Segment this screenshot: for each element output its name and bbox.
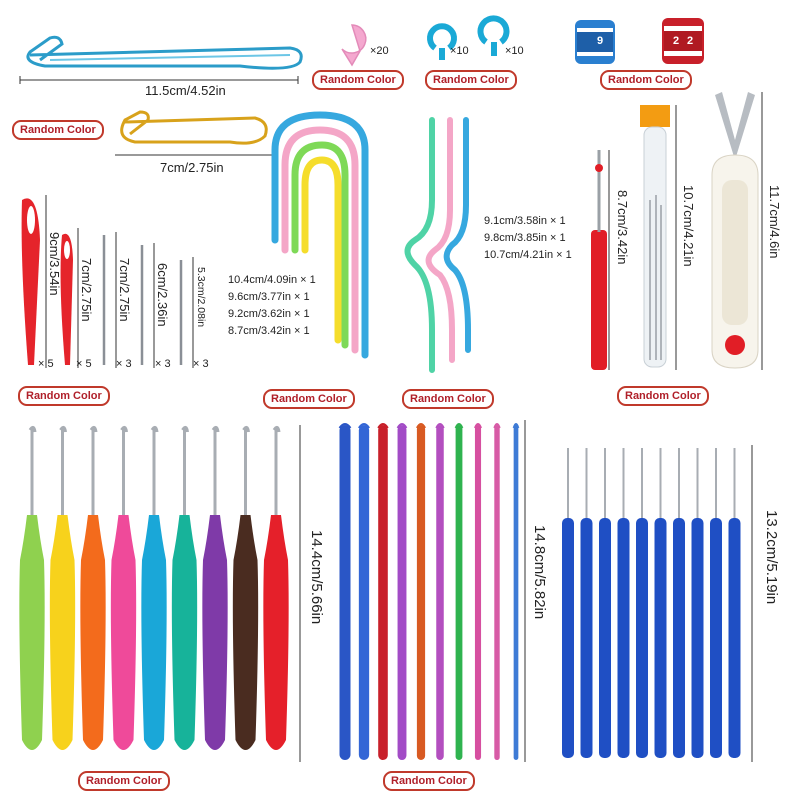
ergonomic-hook (141, 425, 167, 750)
needle-5-qty: × 3 (193, 358, 209, 370)
alu-hooks-dimension: 14.8cm/5.82in (531, 525, 548, 620)
aluminium-hook (474, 423, 482, 760)
steel-hook (562, 448, 574, 758)
needle-5-dimension: 5.3cm/2.08in (195, 267, 207, 328)
large-holder-dimension: 11.5cm/4.52in (145, 83, 226, 98)
scissors-dimension: 11.7cm/4.6in (767, 185, 782, 259)
rings-a-qty: ×10 (450, 45, 469, 57)
ergonomic-hook (110, 425, 137, 750)
steel-hook (599, 448, 611, 758)
row-counter-red (662, 18, 704, 64)
aluminium-hook (377, 423, 389, 760)
counter-digit-blue: 9 (597, 35, 604, 47)
small-stitch-holder (120, 110, 268, 145)
steel-hook (617, 448, 630, 758)
badge-cable-wave: Random Color (402, 389, 494, 409)
stitch-ring-b (477, 15, 510, 56)
needle-2-dimension: 7cm/2.75in (79, 258, 94, 322)
seam-ripper (591, 150, 607, 370)
counter-digit-red-2: 2 (687, 35, 694, 47)
badge-needles: Random Color (18, 386, 110, 406)
steel-hook (710, 448, 722, 758)
badge-counters: Random Color (600, 70, 692, 90)
steel-hook (654, 448, 667, 758)
steel-hook (636, 448, 648, 758)
steel-hooks-dimension: 13.2cm/5.19in (763, 510, 780, 605)
aluminium-hook (338, 423, 352, 760)
cable-wave-size: 9.8cm/3.85in × 1 (484, 232, 566, 244)
cable-needles-wave (404, 117, 471, 373)
badge-holder-small: Random Color (12, 120, 104, 140)
badge-ergo-hooks: Random Color (78, 771, 170, 791)
row-counter-blue (575, 20, 615, 64)
badge-markers: Random Color (312, 70, 404, 90)
aluminium-hook (435, 423, 445, 760)
aluminium-hook (493, 423, 501, 760)
aluminium-hook (512, 423, 520, 760)
cable-needles-u (271, 111, 369, 359)
seam-ripper-dimension: 8.7cm/3.42in (615, 190, 630, 265)
small-holder-dimension: 7cm/2.75in (160, 160, 224, 175)
ergonomic-hooks (19, 425, 289, 750)
needle-tube-dimension: 10.7cm/4.21in (681, 185, 696, 267)
needle-3-qty: × 3 (116, 358, 132, 370)
steel-hooks (562, 448, 741, 758)
markers-qty: ×20 (370, 45, 389, 57)
needle-2-qty: × 5 (76, 358, 92, 370)
steel-hook (691, 448, 704, 758)
ergonomic-hook (202, 425, 228, 750)
plastic-needle-red-small (60, 233, 73, 365)
badge-rings: Random Color (425, 70, 517, 90)
aluminium-hook (416, 423, 426, 760)
steel-hook (728, 448, 741, 758)
rings-b-qty: ×10 (505, 45, 524, 57)
steel-hook (580, 448, 593, 758)
aluminium-hook (358, 423, 370, 760)
cable-wave-size: 9.1cm/3.58in × 1 (484, 215, 566, 227)
aluminium-hook (396, 423, 408, 760)
ergonomic-hook (49, 425, 76, 750)
stitch-marker-pink (341, 24, 367, 67)
stitch-ring-a (427, 23, 457, 60)
cable-u-size: 10.4cm/4.09in × 1 (228, 274, 316, 286)
ergonomic-hook (232, 425, 259, 750)
badge-cable: Random Color (263, 389, 355, 409)
needle-4-dimension: 6cm/2.36in (155, 263, 170, 327)
cable-wave-size: 10.7cm/4.21in × 1 (484, 249, 572, 261)
metal-needles (102, 235, 183, 365)
steel-hook (673, 448, 685, 758)
cable-u-size: 9.2cm/3.62in × 1 (228, 308, 310, 320)
needle-4-qty: × 3 (155, 358, 171, 370)
ergonomic-hook (263, 425, 289, 750)
cable-u-size: 9.6cm/3.77in × 1 (228, 291, 310, 303)
needle-3-dimension: 7cm/2.75in (117, 258, 132, 322)
cable-u-sizes: 10.4cm/4.09in × 1 9.6cm/3.77in × 1 9.2cm… (228, 272, 316, 340)
aluminium-hook (454, 423, 464, 760)
needle-tube (640, 105, 670, 368)
cable-u-size: 8.7cm/3.42in × 1 (228, 325, 310, 337)
plastic-needle-red (21, 198, 40, 365)
ergonomic-hook (19, 425, 45, 750)
aluminium-hooks (338, 423, 520, 760)
ergonomic-hook (80, 425, 106, 750)
cable-wave-sizes: 9.1cm/3.58in × 1 9.8cm/3.85in × 1 10.7cm… (484, 213, 572, 264)
badge-tools: Random Color (617, 386, 709, 406)
ergonomic-hook (171, 425, 198, 750)
badge-alu-hooks: Random Color (383, 771, 475, 791)
counter-digit-red-1: 2 (673, 35, 680, 47)
needle-1-qty: × 5 (38, 358, 54, 370)
large-stitch-holder (26, 35, 303, 70)
ergo-hooks-dimension: 14.4cm/5.66in (308, 530, 325, 625)
needle-1-dimension: 9cm/3.54in (47, 232, 62, 296)
scissors (711, 92, 759, 369)
